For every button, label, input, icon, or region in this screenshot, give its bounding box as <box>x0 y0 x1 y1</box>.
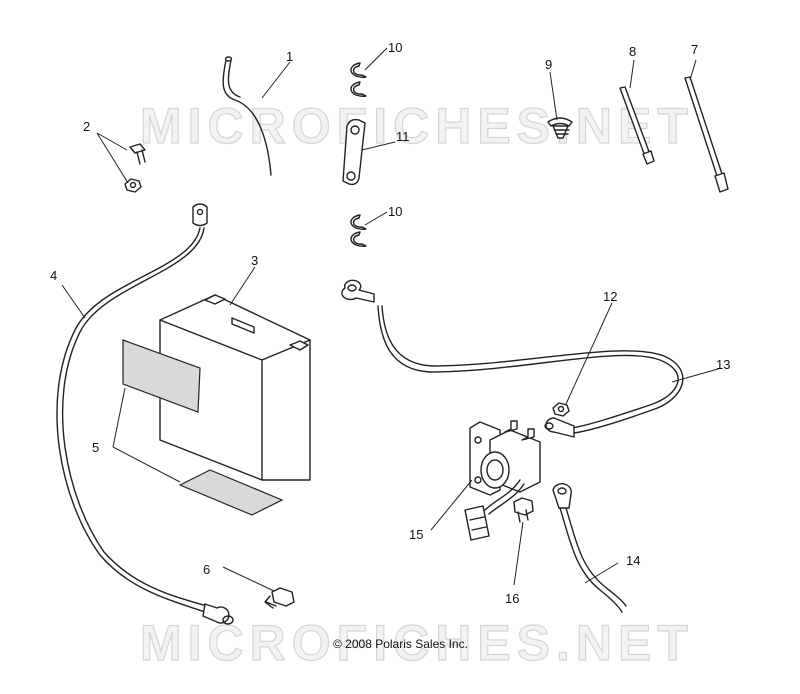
callout-10-lower: 10 <box>388 204 402 219</box>
part-nut <box>552 402 570 417</box>
callout-9: 9 <box>545 57 552 72</box>
callout-1: 1 <box>286 49 293 64</box>
part-solenoid-bolt <box>513 497 534 523</box>
part-battery-cable-positive <box>341 279 684 438</box>
callout-11: 11 <box>396 129 410 144</box>
part-c-clip-upper <box>350 62 367 97</box>
part-battery-cable-negative <box>56 203 234 625</box>
part-strap-long <box>684 76 729 193</box>
part-c-clip-lower <box>350 214 367 247</box>
copyright-text: © 2008 Polaris Sales Inc. <box>333 637 468 651</box>
part-battery-labels <box>122 339 284 516</box>
part-strap-short <box>619 86 655 165</box>
leader-lines <box>61 47 719 592</box>
part-terminal-bolt <box>264 587 295 609</box>
watermark-top: MICROFICHES.NET <box>140 98 694 154</box>
callout-12: 12 <box>603 289 617 304</box>
callout-2: 2 <box>83 119 90 134</box>
callout-14: 14 <box>626 553 640 568</box>
callout-7: 7 <box>691 42 698 57</box>
callout-8: 8 <box>629 44 636 59</box>
part-push-clip <box>547 117 573 139</box>
callout-5: 5 <box>92 440 99 455</box>
callout-4: 4 <box>50 268 57 283</box>
callout-15: 15 <box>409 527 423 542</box>
callout-3: 3 <box>251 253 258 268</box>
part-vent-tube <box>222 56 272 176</box>
part-bolt-nut <box>124 143 146 193</box>
part-battery <box>159 294 311 481</box>
part-starter-solenoid <box>464 420 541 541</box>
callout-16: 16 <box>505 591 519 606</box>
callout-13: 13 <box>716 357 730 372</box>
part-bracket <box>342 118 366 186</box>
part-short-cable <box>552 483 627 613</box>
callout-10-upper: 10 <box>388 40 402 55</box>
callout-6: 6 <box>203 562 210 577</box>
